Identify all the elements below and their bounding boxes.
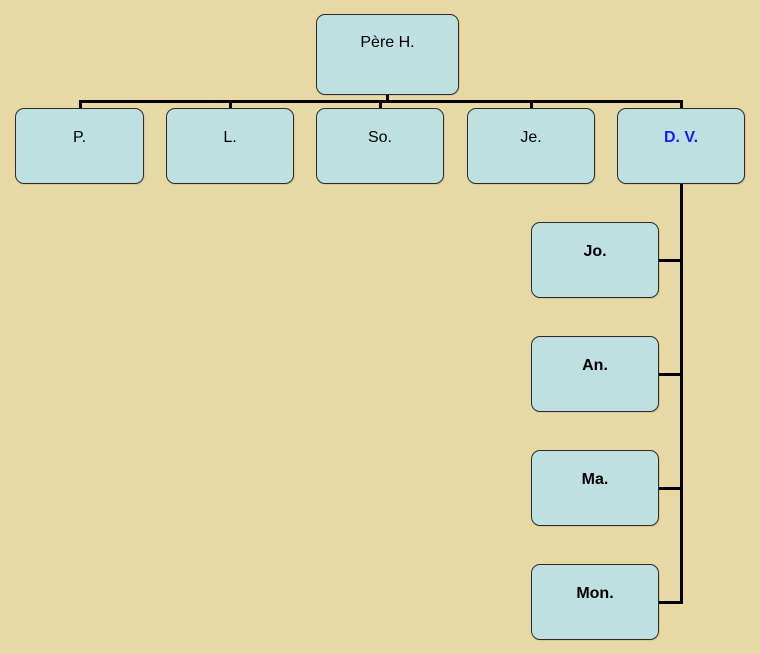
node-l: L. — [166, 108, 294, 184]
node-an: An. — [531, 336, 659, 412]
connector-drop-p — [79, 100, 82, 108]
connector-tick-mon — [659, 601, 683, 604]
connector-dv-spine — [680, 184, 683, 604]
connector-tick-an — [659, 373, 683, 376]
connector-tick-jo — [659, 259, 683, 262]
connector-drop-je — [530, 100, 533, 108]
connector-root-down — [386, 95, 389, 102]
node-jo: Jo. — [531, 222, 659, 298]
node-je: Je. — [467, 108, 595, 184]
node-so: So. — [316, 108, 444, 184]
node-p: P. — [15, 108, 144, 184]
connector-drop-so — [379, 100, 382, 108]
node-mon: Mon. — [531, 564, 659, 640]
connector-tick-ma — [659, 487, 683, 490]
node-dv: D. V. — [617, 108, 745, 184]
node-root: Père H. — [316, 14, 459, 95]
node-ma: Ma. — [531, 450, 659, 526]
connector-drop-l — [229, 100, 232, 108]
connector-drop-dv — [680, 100, 683, 108]
